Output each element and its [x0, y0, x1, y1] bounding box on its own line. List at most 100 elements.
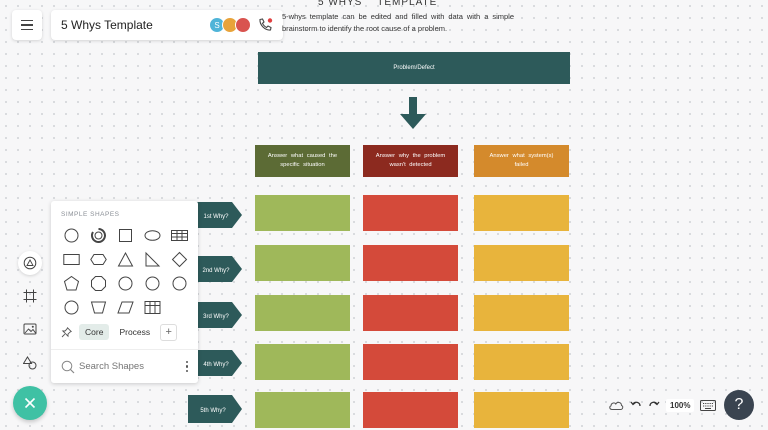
- shape-circle[interactable]: [139, 271, 166, 295]
- shape-grid[interactable]: [139, 295, 166, 319]
- column-header-label: Answer what system(s) failed: [489, 153, 554, 168]
- avatar[interactable]: [235, 17, 251, 33]
- shape-pentagon[interactable]: [58, 271, 85, 295]
- circle-icon: [118, 276, 133, 290]
- help-icon: ?: [734, 396, 744, 413]
- keyboard-icon[interactable]: [700, 399, 717, 411]
- document-title[interactable]: 5 Whys Template: [61, 18, 153, 32]
- plus-icon: +: [165, 326, 172, 338]
- circle-icon: [64, 300, 79, 314]
- tab-process[interactable]: Process: [119, 327, 151, 337]
- shape-circle[interactable]: [58, 223, 85, 247]
- undo-icon[interactable]: [630, 399, 642, 411]
- hexagon-icon: [90, 253, 107, 265]
- answer-cell[interactable]: [363, 195, 458, 231]
- frame-icon: [23, 289, 37, 303]
- shapes-tool-button[interactable]: [18, 251, 42, 275]
- answer-cell[interactable]: [255, 245, 350, 281]
- shape-square[interactable]: [112, 223, 139, 247]
- column-header-detection[interactable]: Answer why the problem wasn't detected: [363, 145, 458, 177]
- pentagon-icon: [63, 275, 80, 290]
- tab-core[interactable]: Core: [79, 324, 110, 340]
- answer-cell[interactable]: [363, 344, 458, 380]
- hamburger-line: [21, 24, 33, 26]
- answer-cell[interactable]: [474, 245, 569, 281]
- answer-cell[interactable]: [474, 392, 569, 428]
- add-library-button[interactable]: +: [160, 323, 178, 341]
- search-shapes-input[interactable]: [79, 361, 179, 372]
- search-icon: [61, 360, 75, 373]
- more-options-icon[interactable]: [185, 360, 188, 373]
- shape-hexagon[interactable]: [85, 247, 112, 271]
- why-tag[interactable]: 1st Why?: [192, 202, 242, 228]
- shape-triangle[interactable]: [112, 247, 139, 271]
- answer-cell[interactable]: [363, 392, 458, 428]
- why-tag[interactable]: 2nd Why?: [192, 256, 242, 282]
- column-header-causes[interactable]: Answer what caused the specific situatio…: [255, 145, 350, 177]
- trapezoid-icon: [90, 301, 107, 313]
- answer-cell[interactable]: [255, 195, 350, 231]
- answer-cell[interactable]: [255, 392, 350, 428]
- zoom-level[interactable]: 100%: [666, 398, 695, 412]
- why-tag-label: 3rd Why?: [203, 314, 229, 320]
- shape-trapezoid[interactable]: [85, 295, 112, 319]
- diamond-icon: [171, 251, 188, 267]
- answer-cell[interactable]: [255, 295, 350, 331]
- circle-icon: [64, 228, 79, 242]
- down-arrow-icon[interactable]: [400, 97, 426, 129]
- why-tag[interactable]: 5th Why?: [188, 395, 242, 423]
- shape-library-tabs: Core Process +: [57, 323, 178, 341]
- close-panel-button[interactable]: [13, 386, 47, 420]
- frame-tool-button[interactable]: [18, 284, 42, 308]
- problem-box[interactable]: Problem/Defect: [258, 52, 570, 84]
- shape-parallelogram[interactable]: [112, 295, 139, 319]
- shape-octagon[interactable]: [85, 271, 112, 295]
- shape-grid: [58, 223, 194, 319]
- main-menu-button[interactable]: [12, 10, 42, 40]
- close-icon: [24, 397, 36, 409]
- shapes-palette-icon: [23, 256, 37, 270]
- hamburger-line: [21, 28, 33, 31]
- redo-icon[interactable]: [648, 399, 660, 411]
- shape-circle[interactable]: [166, 271, 193, 295]
- answer-cell[interactable]: [363, 295, 458, 331]
- shape-diamond[interactable]: [166, 247, 193, 271]
- template-description: 5-whys template can be edited and filled…: [282, 12, 514, 33]
- image-icon: [23, 323, 37, 335]
- cloud-sync-icon[interactable]: [608, 399, 624, 411]
- problem-label: Problem/Defect: [393, 65, 435, 71]
- answer-cell[interactable]: [363, 245, 458, 281]
- why-tag[interactable]: 4th Why?: [192, 350, 242, 376]
- column-header-label: Answer what caused the specific situatio…: [267, 153, 338, 168]
- answer-cell[interactable]: [474, 195, 569, 231]
- ellipse-icon: [144, 229, 161, 241]
- shape-right-triangle[interactable]: [139, 247, 166, 271]
- pin-icon: [61, 326, 72, 337]
- shape-circle[interactable]: [58, 295, 85, 319]
- pin-tab[interactable]: [57, 323, 75, 341]
- shape-circle[interactable]: [112, 271, 139, 295]
- column-header-label: Answer why the problem wasn't detected: [375, 153, 446, 168]
- why-tag-label: 2nd Why?: [202, 268, 230, 274]
- octagon-icon: [91, 275, 106, 291]
- circle-icon: [172, 276, 187, 290]
- shape-ellipse[interactable]: [139, 223, 166, 247]
- column-header-systems[interactable]: Answer what system(s) failed: [474, 145, 569, 177]
- shape-ring[interactable]: [85, 223, 112, 247]
- shape-rectangle[interactable]: [58, 247, 85, 271]
- image-tool-button[interactable]: [18, 317, 42, 341]
- more-shapes-tool-button[interactable]: [18, 351, 42, 375]
- ring-icon: [90, 227, 106, 243]
- parallelogram-icon: [117, 301, 134, 313]
- why-tag[interactable]: 3rd Why?: [192, 302, 242, 328]
- answer-cell[interactable]: [255, 344, 350, 380]
- title-bar: 5 Whys Template S: [51, 10, 283, 40]
- why-tag-label: 5th Why?: [200, 408, 226, 414]
- call-icon[interactable]: [257, 17, 273, 33]
- help-button[interactable]: ?: [724, 390, 754, 420]
- answer-cell[interactable]: [474, 295, 569, 331]
- shape-table[interactable]: [166, 223, 193, 247]
- circle-icon: [145, 276, 160, 290]
- shape-search: [51, 349, 198, 383]
- answer-cell[interactable]: [474, 344, 569, 380]
